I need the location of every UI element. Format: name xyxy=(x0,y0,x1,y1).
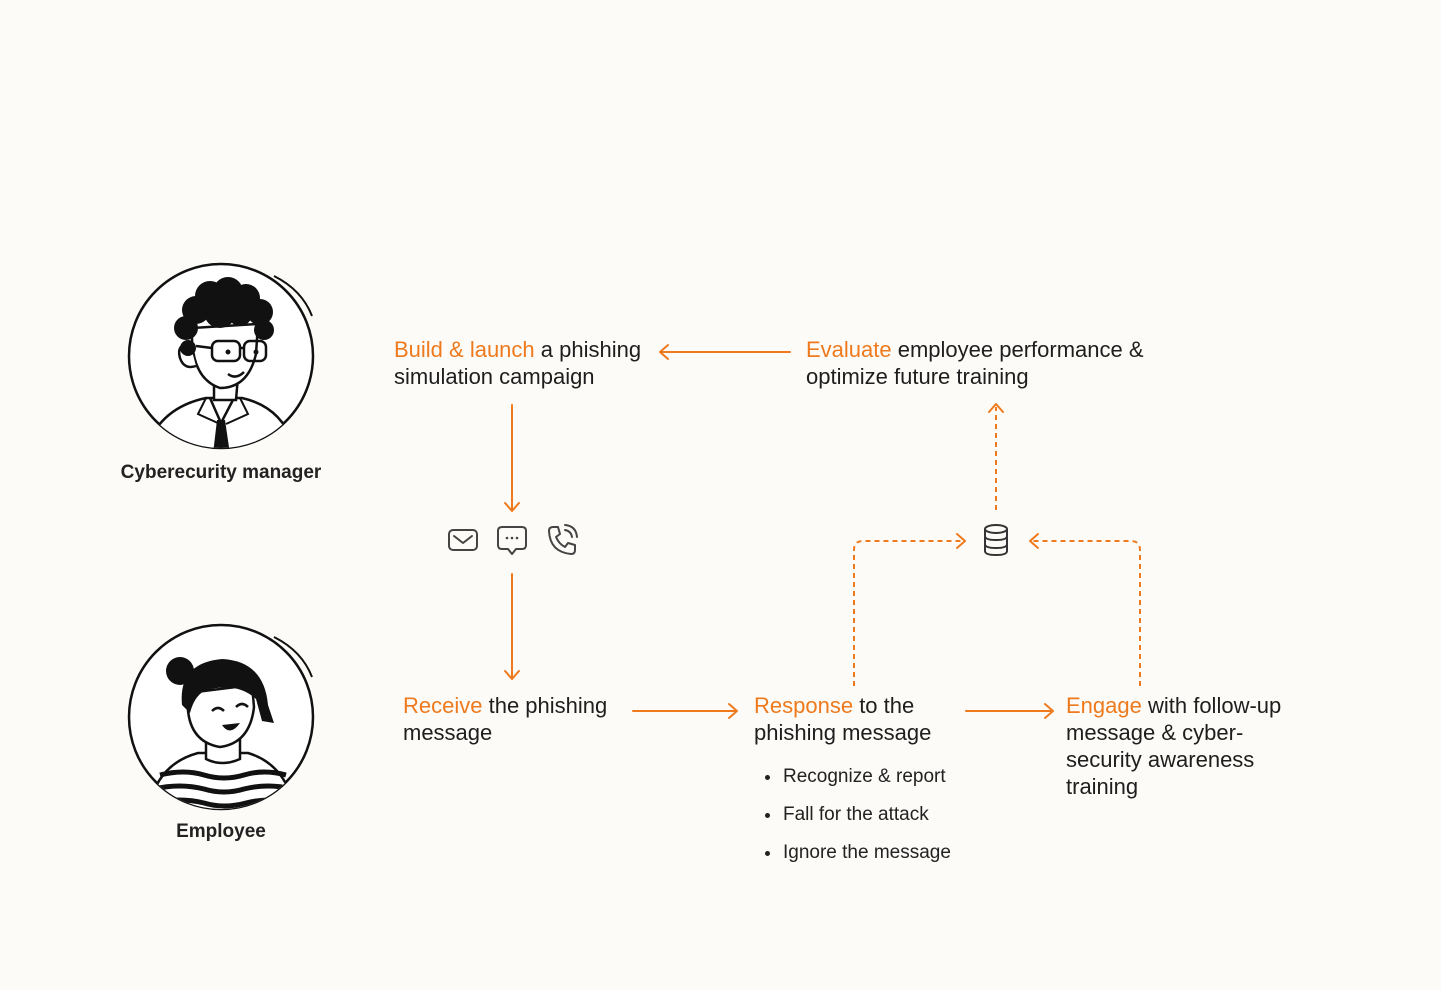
arrow-response-to-engage xyxy=(965,703,1054,719)
database-icon xyxy=(984,524,1008,557)
arrow-build-to-channels xyxy=(504,404,520,512)
step-engage: Engage with follow-up message & cyber- s… xyxy=(1066,692,1336,800)
response-option: Ignore the message xyxy=(763,841,993,879)
step-build-launch: Build & launch a phishing simulation cam… xyxy=(394,336,664,390)
step-evaluate-highlight: Evaluate xyxy=(806,337,892,362)
step-evaluate-text: employee performance & xyxy=(891,337,1144,362)
step-engage-text: with follow-up xyxy=(1141,693,1282,718)
step-response-text-line2: phishing message xyxy=(754,720,932,745)
chat-icon xyxy=(497,526,527,555)
step-response: Response to the phishing message xyxy=(754,692,964,746)
arrow-receive-to-response xyxy=(632,703,738,719)
step-receive-text: the phishing xyxy=(482,693,608,718)
response-options: Recognize & report Fall for the attack I… xyxy=(763,765,993,879)
step-receive: Receive the phishing message xyxy=(403,692,643,746)
step-engage-text-line4: training xyxy=(1066,774,1139,799)
step-evaluate: Evaluate employee performance & optimize… xyxy=(806,336,1186,390)
dashed-arrow-response-to-database xyxy=(853,540,963,686)
arrow-channels-to-receive xyxy=(504,573,520,680)
step-engage-highlight: Engage xyxy=(1066,693,1142,718)
manager-avatar xyxy=(127,262,315,450)
step-response-text: to the xyxy=(853,693,915,718)
mail-icon xyxy=(448,529,478,551)
step-receive-text-line2: message xyxy=(403,720,493,745)
step-engage-text-line3: security awareness xyxy=(1066,747,1255,772)
step-response-highlight: Response xyxy=(754,693,854,718)
manager-label: Cyberecurity manager xyxy=(120,462,322,483)
step-engage-text-line2: message & cyber- xyxy=(1066,720,1244,745)
phone-icon xyxy=(548,524,578,555)
step-build-highlight: Build & launch xyxy=(394,337,535,362)
arrow-evaluate-to-build xyxy=(659,344,791,360)
step-evaluate-text-line2: optimize future training xyxy=(806,364,1029,389)
step-receive-highlight: Receive xyxy=(403,693,483,718)
employee-avatar xyxy=(127,623,315,811)
employee-label: Employee xyxy=(176,821,266,842)
step-build-text: a phishing xyxy=(534,337,642,362)
step-build-text-line2: simulation campaign xyxy=(394,364,595,389)
response-option: Fall for the attack xyxy=(763,803,993,841)
dashed-arrow-engage-to-database xyxy=(1032,540,1141,686)
response-option: Recognize & report xyxy=(763,765,993,803)
